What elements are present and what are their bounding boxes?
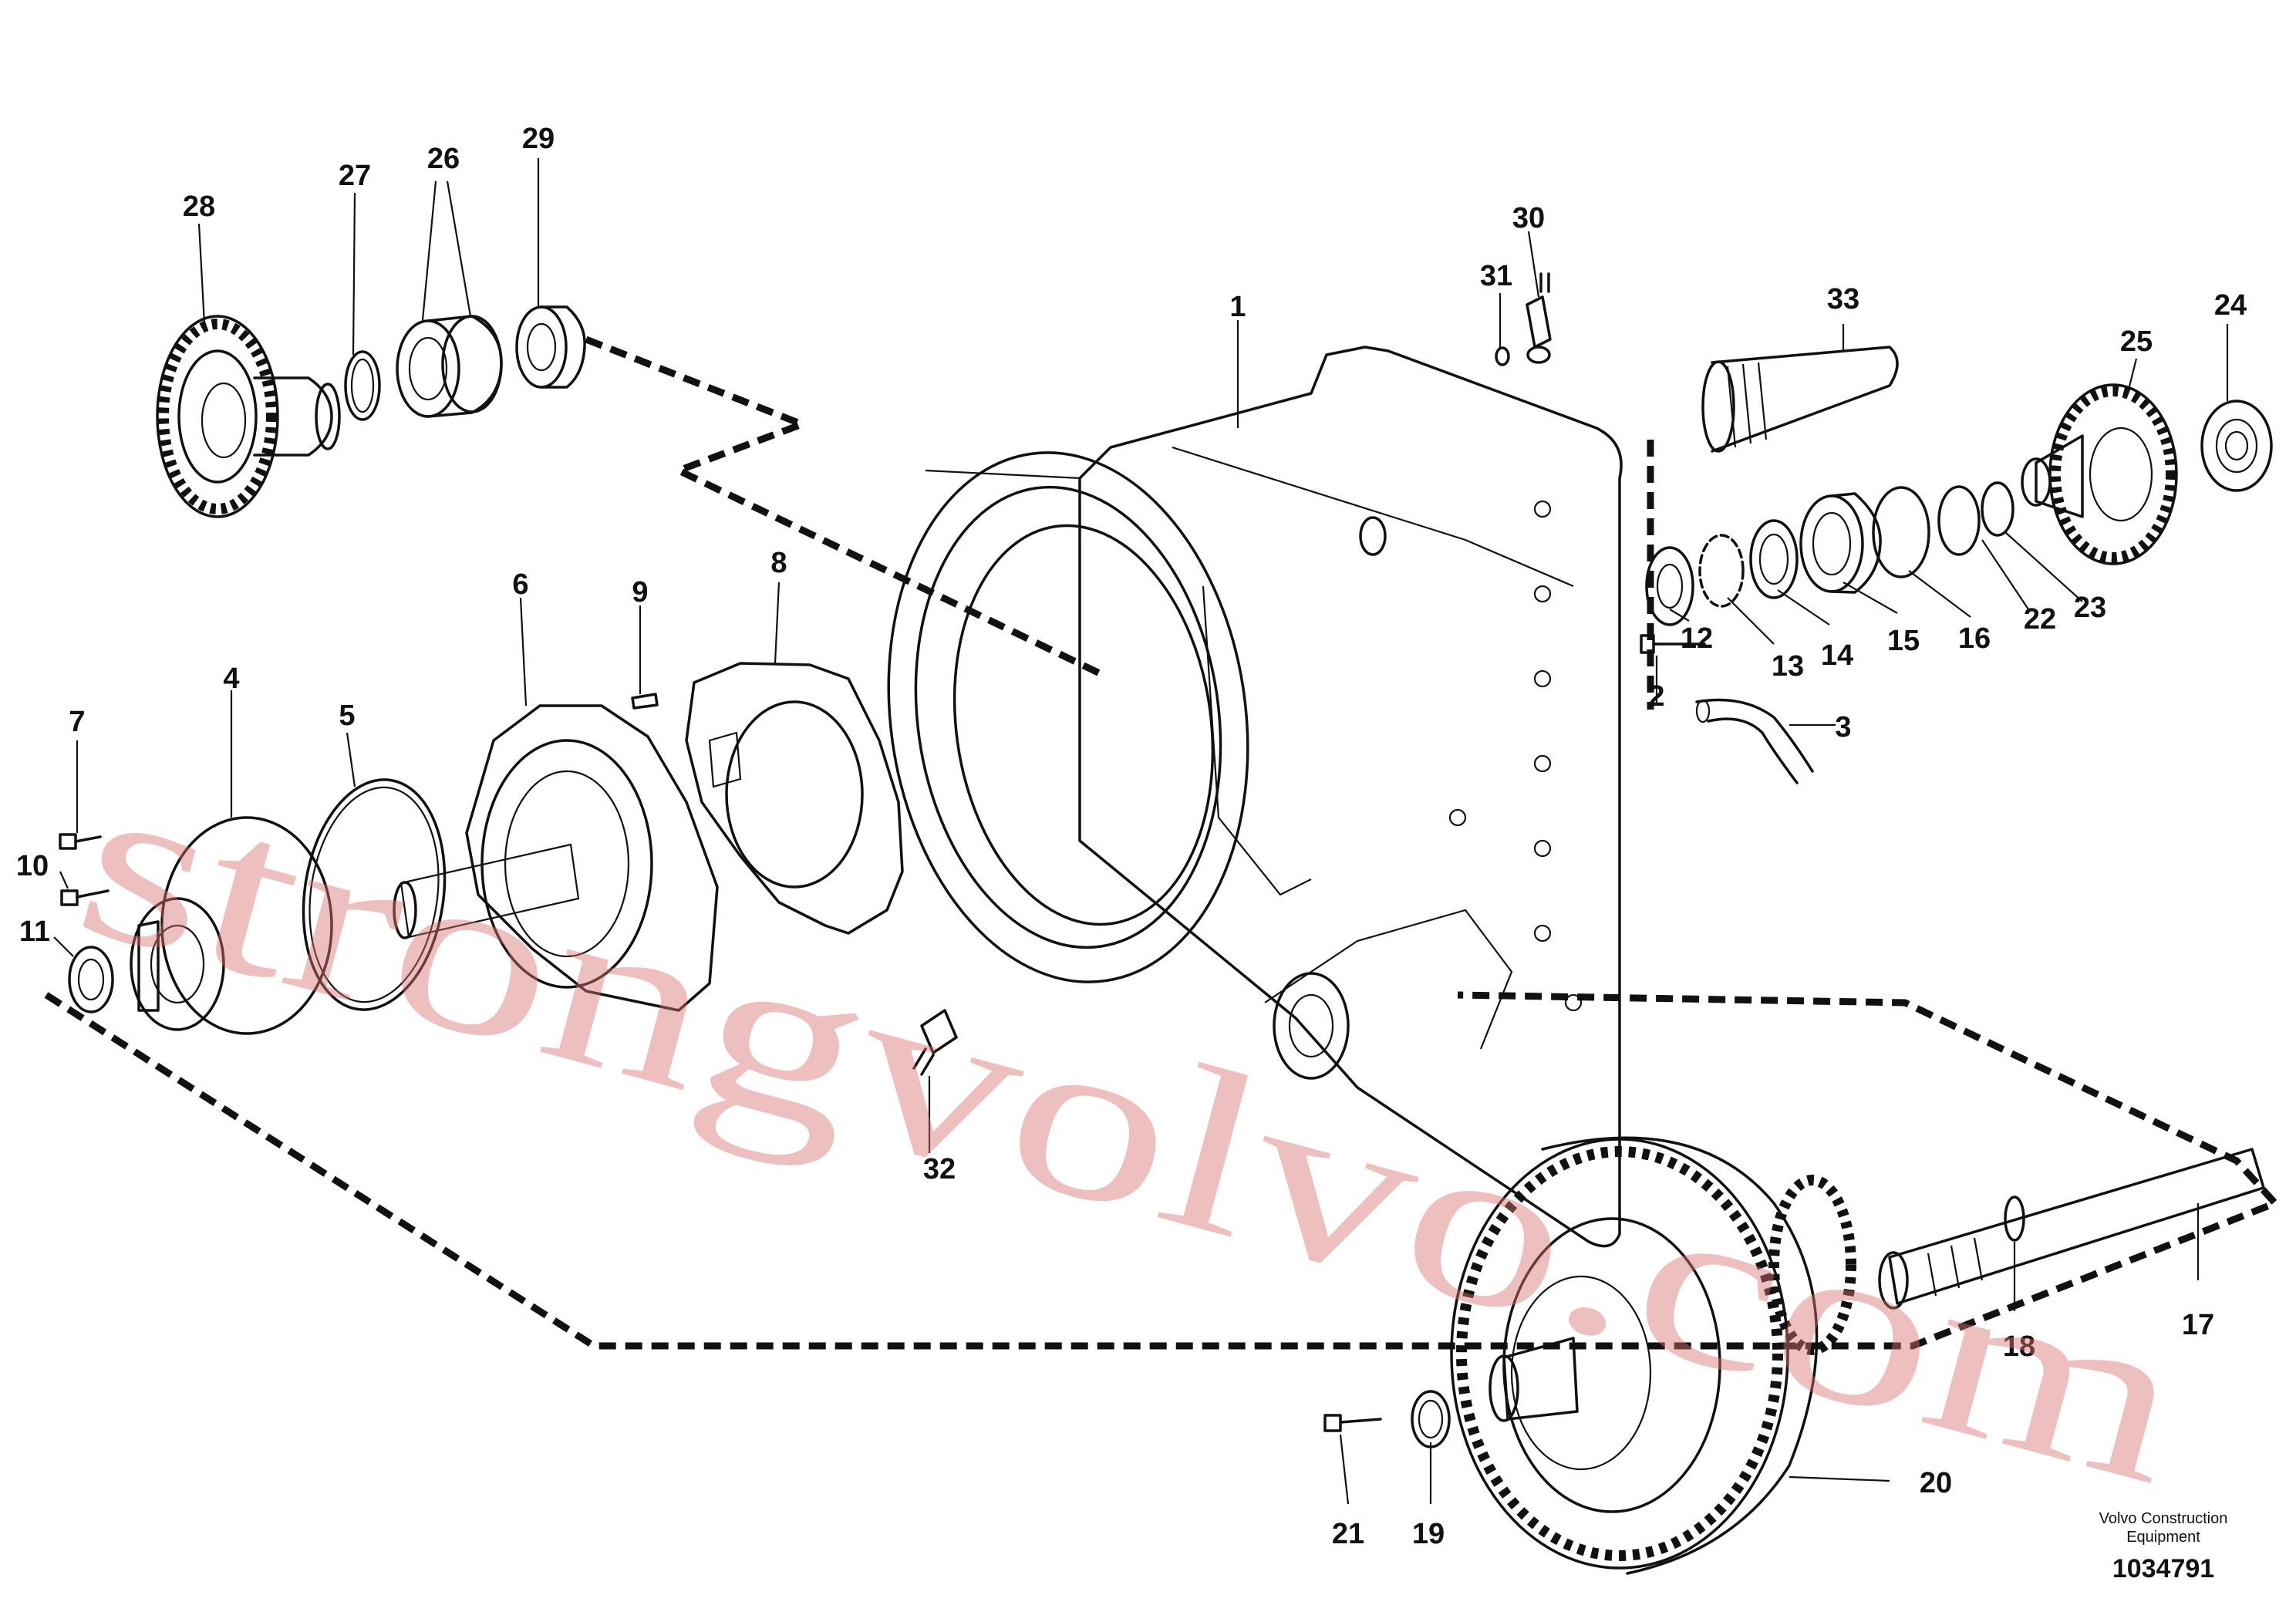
part-21-bolt — [1323, 1414, 1382, 1432]
bearing-stack — [1645, 481, 2014, 626]
callout-13: 13 — [1772, 650, 1804, 683]
callout-2: 2 — [1648, 680, 1664, 713]
callout-26: 26 — [427, 143, 460, 175]
part-22-ring — [1937, 485, 1981, 556]
callout-18: 18 — [2003, 1330, 2035, 1363]
part-25-gear — [2021, 383, 2178, 565]
part-18-ring — [2004, 1195, 2025, 1242]
callout-3: 3 — [1835, 711, 1851, 744]
part-16-snap-ring — [1872, 486, 1930, 578]
callout-15: 15 — [1887, 625, 1920, 657]
part-14-washer — [1749, 519, 1799, 599]
part-33-shaft — [1701, 346, 1899, 453]
callout-7: 7 — [69, 706, 85, 738]
part-4-pump — [130, 816, 333, 1035]
callout-8: 8 — [770, 547, 787, 579]
part-26-bearing — [396, 315, 503, 418]
part-9-pin — [631, 693, 659, 710]
callout-4: 4 — [223, 663, 239, 695]
callout-27: 27 — [339, 160, 371, 192]
part-5-o-ring — [302, 778, 447, 1011]
callout-31: 31 — [1480, 260, 1512, 292]
part-30-sensor — [1526, 272, 1552, 364]
callout-23: 23 — [2074, 592, 2106, 624]
callout-24: 24 — [2214, 289, 2247, 322]
brand-line-2: Equipment — [2126, 1529, 2200, 1546]
brand-block: Volvo Construction Equipment 1034791 — [2099, 1510, 2228, 1583]
callout-labels: 1 2 3 4 5 6 7 8 9 10 11 12 13 14 15 16 1… — [16, 123, 2247, 1550]
part-2-bolt — [1640, 634, 1706, 654]
part-17-shaft — [1878, 1148, 2265, 1310]
part-32-sensor — [912, 1009, 958, 1076]
callout-22: 22 — [2024, 603, 2056, 636]
part-3-hose — [1695, 698, 1814, 784]
part-10-screw — [60, 889, 110, 906]
callout-28: 28 — [183, 191, 215, 223]
callout-9: 9 — [632, 576, 648, 609]
callout-5: 5 — [339, 700, 355, 732]
brand-line-1: Volvo Construction — [2099, 1510, 2228, 1527]
callout-11: 11 — [19, 916, 50, 948]
part-23-ring — [1981, 481, 2014, 537]
callout-6: 6 — [512, 568, 528, 601]
part-28-gear — [156, 315, 341, 518]
part-6-pump-housing — [393, 704, 719, 1012]
part-15-bearing — [1799, 494, 1864, 593]
callout-29: 29 — [522, 123, 555, 155]
part-8-gasket — [685, 662, 904, 935]
callout-14: 14 — [1821, 639, 1853, 672]
callout-20: 20 — [1920, 1467, 1952, 1499]
callout-21: 21 — [1332, 1518, 1364, 1550]
callout-19: 19 — [1412, 1518, 1445, 1550]
callout-32: 32 — [923, 1153, 956, 1185]
part-24-bearing — [2200, 400, 2273, 492]
callout-1: 1 — [1229, 291, 1246, 323]
part-1-housing — [887, 346, 1623, 1248]
part-7-screw — [59, 833, 102, 850]
part-19-snap-ring — [1411, 1390, 1451, 1448]
callout-30: 30 — [1512, 202, 1545, 234]
part-29-nut — [515, 305, 586, 389]
watermark-text: strongvolvo.com — [56, 727, 2209, 1533]
drawing-number: 1034791 — [2112, 1554, 2214, 1583]
callout-33: 33 — [1827, 283, 1859, 315]
part-20-converter — [1450, 1136, 1856, 1575]
callout-25: 25 — [2120, 325, 2153, 358]
part-31-o-ring — [1495, 346, 1510, 366]
callout-12: 12 — [1681, 622, 1713, 655]
callout-10: 10 — [16, 850, 49, 882]
part-12-washer — [1645, 546, 1694, 626]
part-13-lock-nut — [1698, 534, 1745, 608]
assembly-dash-lines — [44, 336, 2281, 1350]
part-27-snap-ring — [344, 350, 381, 421]
callout-17: 17 — [2182, 1309, 2214, 1341]
callout-16: 16 — [1958, 622, 1991, 655]
leader-lines — [53, 158, 2229, 1505]
part-11-seal — [68, 946, 114, 1013]
